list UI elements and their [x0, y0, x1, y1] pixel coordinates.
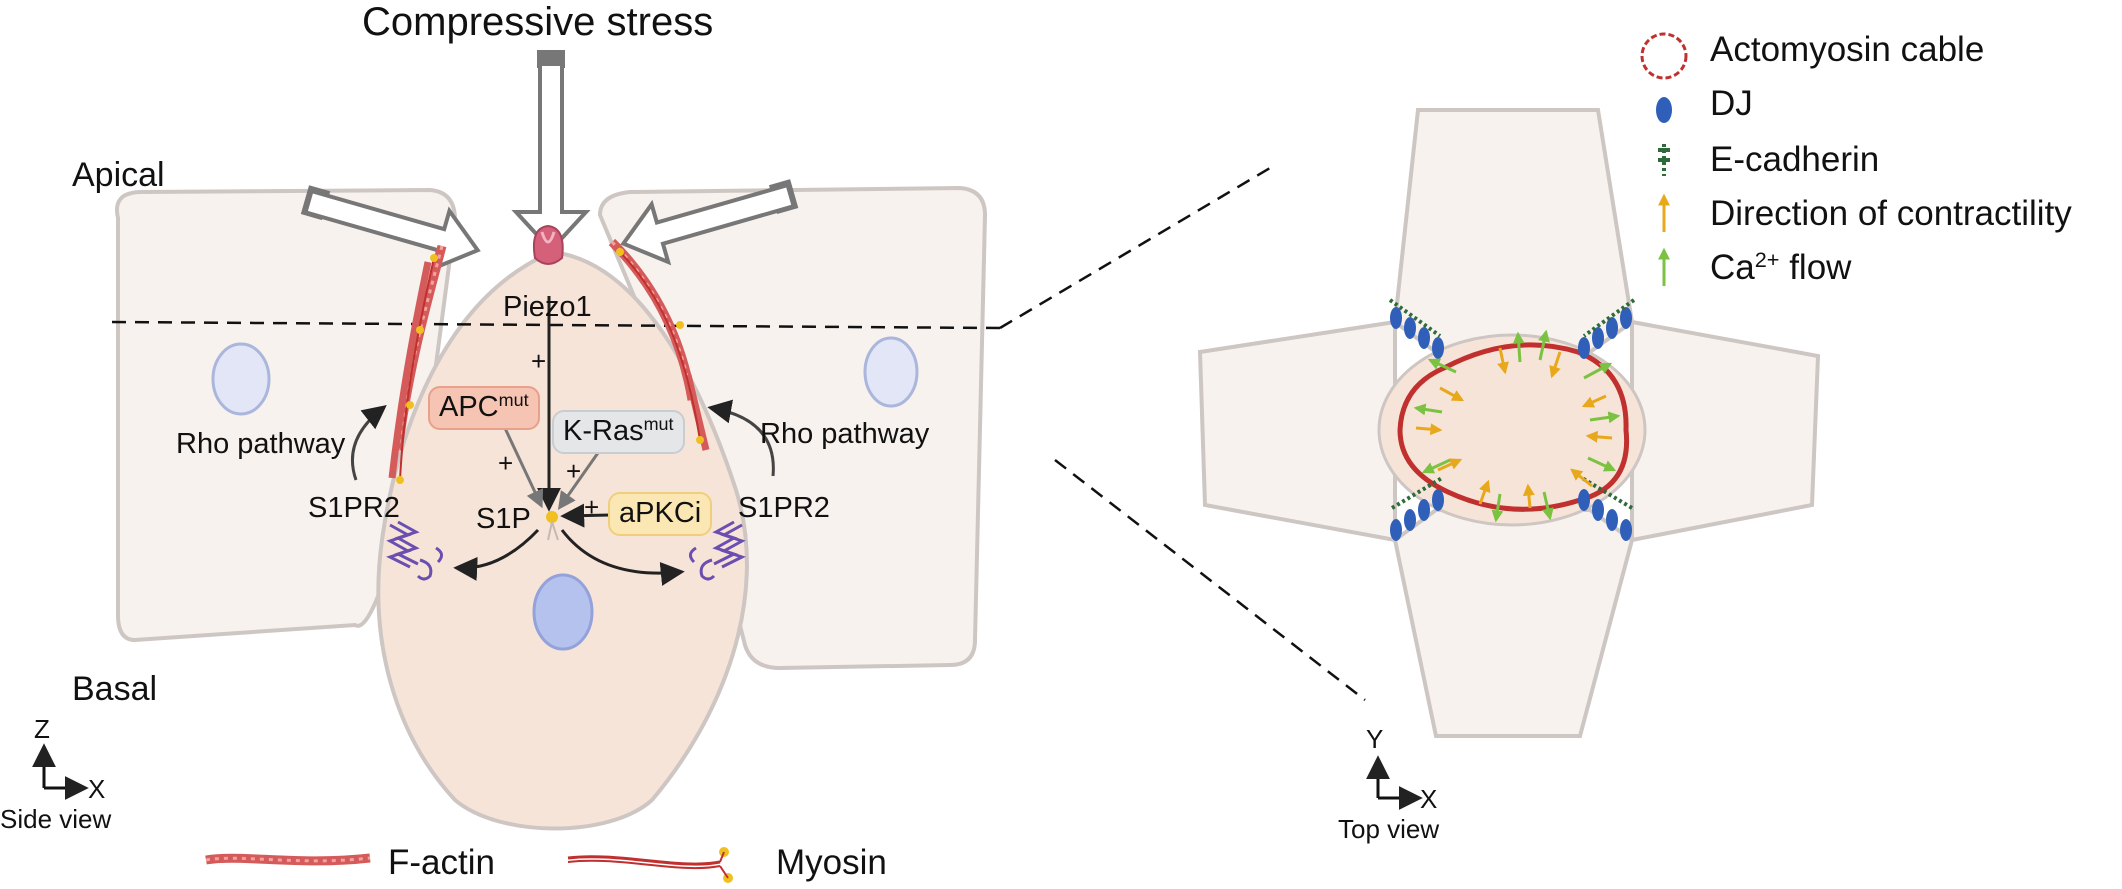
ca-flow-legend-label: Ca2+ flow	[1710, 247, 1852, 287]
center-cell-apical	[1377, 333, 1647, 527]
factin-legend-label: F-actin	[388, 843, 495, 882]
factin-legend-glyph	[205, 853, 371, 866]
top-axis-y-label: Y	[1366, 724, 1384, 754]
signaling-arrows	[351, 296, 775, 586]
apical-divider-line	[111, 320, 1001, 330]
left-nucleus	[211, 342, 271, 416]
plus-sign: +	[531, 346, 547, 376]
top-view-caption: Top view	[1338, 814, 1440, 844]
ecadherin-legend-icon	[1658, 144, 1670, 176]
calcium-flow-arrows	[1413, 329, 1621, 523]
actomyosin-bundle-right	[608, 238, 710, 451]
zoom-line-bottom	[1054, 459, 1366, 701]
ca-superscript: 2+	[1754, 247, 1780, 273]
rho-pathway-right-label: Rho pathway	[760, 418, 930, 450]
zoom-line-top	[999, 163, 1276, 330]
side-view-caption: Side view	[0, 804, 112, 834]
s1pr2-receptor-left	[386, 520, 443, 581]
side-view-axis	[32, 743, 89, 800]
s1p-label: S1P	[476, 503, 531, 535]
junction-cluster-top-right	[1578, 298, 1636, 359]
basal-label: Basal	[72, 670, 158, 708]
right-nucleus	[863, 336, 919, 408]
actomyosin-legend-label: Actomyosin cable	[1710, 30, 1985, 69]
compressive-stress-arrows	[300, 50, 799, 272]
actomyosin-bundle-left	[388, 244, 447, 484]
contractility-legend-label: Direction of contractility	[1710, 194, 2072, 233]
piezo1-label: Piezo1	[503, 291, 592, 323]
side-axis-x-label: X	[88, 774, 106, 804]
top-view-axis	[1366, 755, 1423, 810]
central-nucleus	[532, 573, 594, 651]
ecadherin-legend-label: E-cadherin	[1710, 140, 1880, 179]
ca-label: Ca	[1710, 248, 1755, 287]
kras-mut-chip: K-Rasmut	[552, 410, 685, 454]
apc-mut-chip: APCmut	[428, 386, 540, 430]
s1pr2-left-label: S1PR2	[308, 492, 400, 524]
junction-cluster-bottom-left	[1390, 476, 1444, 541]
rho-pathway-left-label: Rho pathway	[176, 428, 346, 460]
apkci-chip: aPKCi	[608, 492, 713, 536]
right-neighbor-cell	[597, 185, 988, 671]
plus-sign: +	[566, 456, 582, 486]
s1p-molecule	[546, 511, 559, 541]
junction-cluster-top-left	[1388, 298, 1444, 359]
plus-sign: +	[498, 448, 514, 478]
kras-label: K-Ras	[563, 415, 644, 447]
apkci-label: aPKCi	[619, 497, 702, 529]
myosin-legend-label: Myosin	[776, 843, 887, 882]
diagram-title: Compressive stress	[362, 0, 714, 44]
myosin-legend-glyph	[567, 847, 733, 883]
s1pr2-receptor-right	[689, 520, 746, 581]
top-axis-x-label: X	[1420, 784, 1438, 814]
dj-legend-icon	[1656, 97, 1672, 123]
plus-sign: +	[584, 492, 600, 522]
side-axis-z-label: Z	[34, 714, 50, 744]
piezo1-channel	[532, 224, 564, 265]
apc-label: APC	[439, 391, 499, 423]
top-view-cells	[1197, 108, 1821, 738]
ca-flow-word: flow	[1779, 248, 1852, 287]
contractility-arrows	[1415, 347, 1613, 509]
apical-label: Apical	[72, 156, 165, 194]
s1pr2-right-label: S1PR2	[738, 492, 830, 524]
dj-legend-label: DJ	[1710, 84, 1753, 123]
apc-superscript: mut	[498, 390, 529, 411]
kras-superscript: mut	[643, 414, 674, 435]
actomyosin-legend-icon	[1640, 32, 1688, 80]
